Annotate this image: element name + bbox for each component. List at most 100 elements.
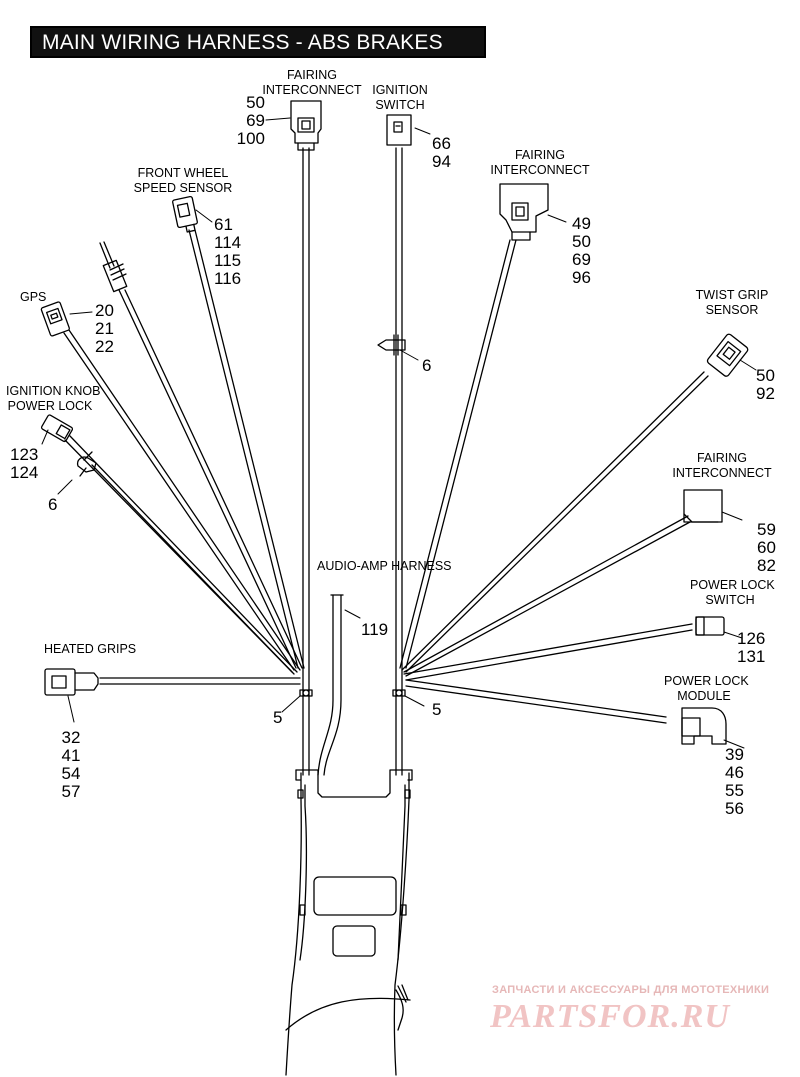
label-twist-grip-sensor: TWIST GRIP SENSOR (692, 288, 772, 318)
refs-gps: 20 21 22 (95, 302, 114, 356)
refs-fairing-interconnect-right: 49 50 69 96 (572, 215, 591, 287)
label-power-lock-switch: POWER LOCK SWITCH (690, 578, 775, 608)
refs-fairing-interconnect-top: 50 69 100 (230, 94, 265, 148)
ref-number: 6 (422, 356, 432, 375)
label-line: MODULE (677, 689, 731, 703)
ref-number: 32 (61, 728, 81, 747)
left-wire-bundle (63, 147, 344, 776)
label-fairing-interconnect-right: FAIRING INTERCONNECT (490, 148, 590, 178)
ref-number: 69 (572, 250, 591, 269)
ref-number: 66 (432, 134, 451, 153)
ref-number: 5 (273, 708, 283, 727)
ref-number: 92 (756, 384, 775, 403)
refs-power-lock-module: 39 46 55 56 (725, 746, 744, 818)
ref-number: 60 (757, 538, 776, 557)
ref-number: 22 (95, 337, 114, 356)
label-heated-grips: HEATED GRIPS (44, 642, 136, 657)
refs-audio-amp-harness: 119 (361, 621, 388, 639)
page-title: MAIN WIRING HARNESS - ABS BRAKES (42, 31, 443, 54)
ref-number: 61 (214, 215, 233, 234)
ref-number: 21 (95, 319, 114, 338)
connector-fairing-top (290, 100, 322, 151)
ref-number: 41 (61, 746, 81, 765)
refs-heated-grips: 32 41 54 57 (55, 729, 87, 801)
ref-number: 100 (236, 129, 265, 148)
label-line: INTERCONNECT (262, 83, 362, 97)
label-ignition-knob-power-lock: IGNITION KNOB POWER LOCK (6, 384, 101, 414)
watermark-logo: PARTSFOR.RU (490, 998, 730, 1035)
connector-power-lock-module (681, 707, 727, 745)
ref-number: 119 (361, 620, 389, 639)
label-fairing-interconnect-top: FAIRING INTERCONNECT (262, 68, 362, 98)
connector-gps (40, 301, 70, 337)
ref-number: 6 (48, 495, 58, 514)
ref-number: 116 (214, 269, 242, 288)
ref-number: 46 (725, 763, 744, 782)
label-line: POWER LOCK (664, 674, 749, 688)
refs-clip-left: 6 (48, 496, 57, 514)
connector-front-wheel-sensor (172, 195, 198, 233)
refs-ignition-knob-power-lock: 123 124 (10, 446, 38, 482)
ref-number: 20 (95, 301, 114, 320)
refs-front-wheel-speed-sensor: 61 114 115 116 (214, 216, 241, 288)
label-line: TWIST GRIP (695, 288, 769, 302)
watermark-tagline: ЗАПЧАСТИ И АКСЕССУАРЫ ДЛЯ МОТОТЕХНИКИ (492, 984, 770, 996)
label-line: SENSOR (705, 303, 759, 317)
label-line: SWITCH (375, 98, 425, 112)
connector-power-lock-switch (695, 616, 725, 636)
label-line: IGNITION KNOB (6, 384, 101, 398)
label-front-wheel-speed-sensor: FRONT WHEEL SPEED SENSOR (133, 166, 233, 196)
refs-ignition-switch: 66 94 (432, 135, 451, 171)
ref-number: 39 (725, 745, 744, 764)
refs-tie-right: 5 (432, 701, 441, 719)
ref-number: 59 (757, 520, 776, 539)
ref-number: 131 (737, 647, 766, 666)
label-line: GPS (20, 290, 47, 304)
ref-number: 57 (61, 782, 81, 801)
label-line: SWITCH (705, 593, 755, 607)
tie-left (299, 689, 313, 697)
label-line: INTERCONNECT (490, 163, 590, 177)
label-line: HEATED GRIPS (44, 642, 137, 656)
ref-number: 55 (725, 781, 744, 800)
label-fairing-interconnect-lower: FAIRING INTERCONNECT (672, 451, 772, 481)
refs-power-lock-switch: 126 131 (737, 630, 765, 666)
refs-fairing-interconnect-lower: 59 60 82 (757, 521, 776, 575)
connector-fairing-right (499, 183, 549, 241)
label-line: FAIRING (696, 451, 747, 465)
refs-clip-center: 6 (422, 357, 431, 375)
connector-heated-grips (44, 668, 99, 696)
ref-number: 56 (725, 799, 744, 818)
label-ignition-switch: IGNITION SWITCH (360, 83, 440, 113)
label-line: POWER LOCK (7, 399, 93, 413)
antenna-connector (99, 241, 128, 293)
right-wire-bundle (395, 147, 709, 776)
label-line: AUDIO-AMP HARNESS (317, 559, 452, 573)
connector-fairing-lower (683, 489, 723, 523)
ref-number: 69 (246, 111, 265, 130)
ref-number: 115 (214, 251, 242, 270)
label-power-lock-module: POWER LOCK MODULE (664, 674, 749, 704)
ref-number: 114 (214, 233, 242, 252)
label-line: INTERCONNECT (672, 466, 772, 480)
ref-number: 50 (246, 93, 265, 112)
tie-right (392, 689, 406, 697)
label-gps: GPS (20, 290, 46, 305)
label-line: POWER LOCK (690, 578, 775, 592)
refs-twist-grip-sensor: 50 92 (756, 367, 775, 403)
connector-twist-grip (706, 333, 749, 377)
label-line: IGNITION (372, 83, 428, 97)
ref-number: 50 (756, 366, 775, 385)
ref-number: 123 (10, 445, 39, 464)
clip-center (377, 334, 406, 356)
label-line: FAIRING (286, 68, 337, 82)
label-line: SPEED SENSOR (133, 181, 233, 195)
ref-number: 94 (432, 152, 451, 171)
refs-tie-left: 5 (273, 709, 282, 727)
label-line: FRONT WHEEL (137, 166, 229, 180)
connector-ignition-knob (40, 414, 74, 443)
ref-number: 5 (432, 700, 442, 719)
connector-ignition-switch (386, 114, 412, 146)
label-line: FAIRING (514, 148, 565, 162)
